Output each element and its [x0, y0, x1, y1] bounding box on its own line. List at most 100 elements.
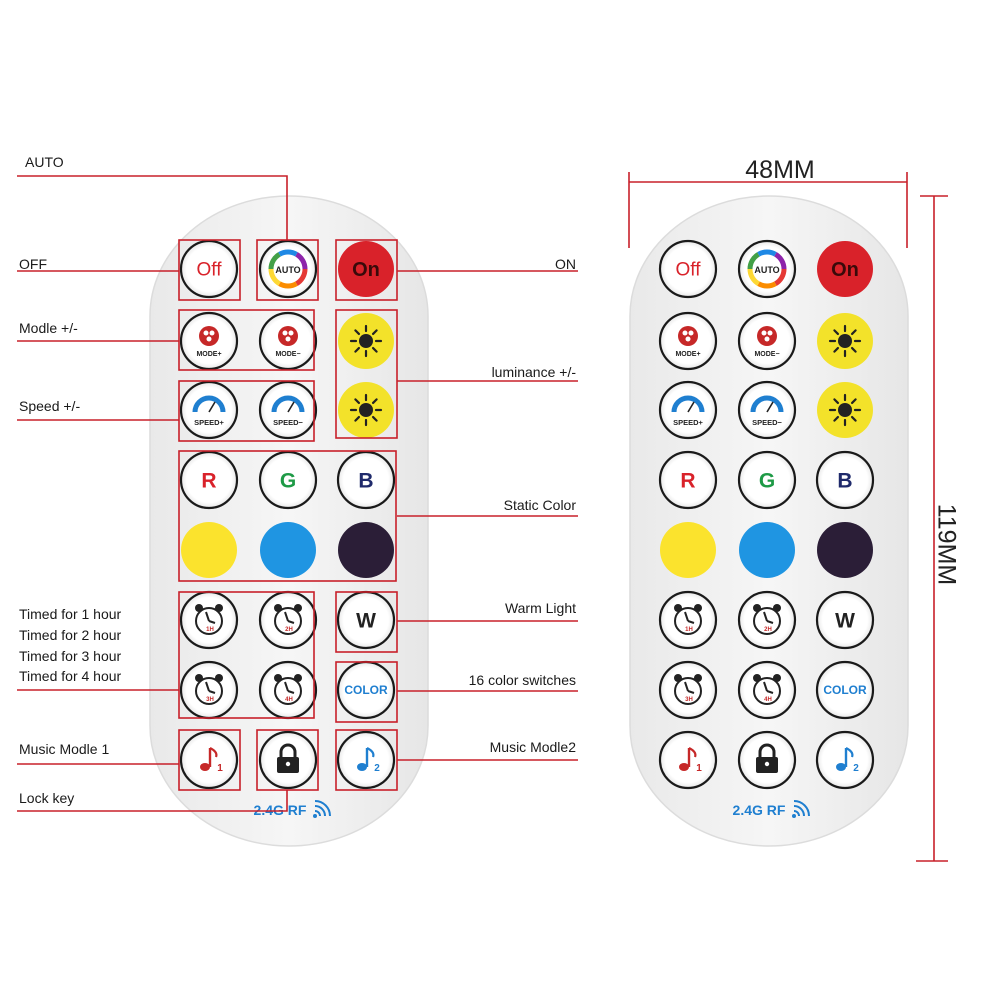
label-speed: Speed +/-	[19, 398, 81, 414]
label-on: ON	[555, 256, 576, 272]
speed-plus-button-label: SPEED+	[194, 418, 224, 427]
remote-button-blue: B	[336, 450, 396, 510]
remote-button-auto: AUTO	[258, 239, 318, 299]
remote-button-bright-minus	[817, 382, 873, 438]
music-note-icon	[836, 747, 854, 771]
warm-button-label: W	[356, 609, 376, 632]
off-button-label: Off	[676, 260, 702, 281]
remote-button-blue: B	[815, 450, 875, 510]
blue-button-label: B	[358, 469, 373, 492]
remote-button-music-2: 2	[336, 730, 396, 790]
music-note-icon	[200, 747, 218, 771]
color-button-label: COLOR	[823, 683, 867, 697]
music-1-button-label: 1	[696, 763, 702, 774]
darkpurple-swatch	[817, 522, 873, 578]
alarm-clock-icon	[753, 604, 781, 635]
remote-button-speed-minus: SPEED−	[737, 380, 797, 440]
remote-button-mode-minus: MODE−	[258, 311, 318, 371]
auto-button-ring	[258, 239, 318, 299]
speedometer-icon	[271, 395, 305, 413]
remote-button-warm: W	[815, 590, 875, 650]
remote-button-bright-plus	[817, 313, 873, 369]
remote-button-on: On	[338, 241, 394, 297]
on-button-face	[338, 241, 394, 297]
remote-button-timer-2h: 2H	[258, 590, 318, 650]
label-timed-3: Timed for 3 hour	[19, 648, 122, 664]
timer-2h-button-label: 2H	[764, 627, 772, 633]
label-modle: Modle +/-	[19, 320, 78, 336]
mode-minus-button-label: MODE−	[275, 351, 300, 358]
on-button-label: On	[352, 259, 380, 281]
speed-minus-button-ring	[258, 380, 318, 440]
label-timed-1: Timed for 1 hour	[19, 606, 122, 622]
speedometer-icon	[192, 395, 226, 413]
music-1-button-label: 1	[217, 763, 223, 774]
speed-plus-button-label: SPEED+	[673, 418, 703, 427]
label-static-color: Static Color	[503, 497, 576, 513]
alarm-clock-icon	[674, 674, 702, 705]
speed-minus-button-label: SPEED−	[752, 418, 782, 427]
blue-button-ring	[815, 450, 875, 510]
sun-icon	[828, 393, 862, 427]
alarm-clock-icon	[195, 674, 223, 705]
sun-icon	[349, 393, 383, 427]
mode-plus-button-label: MODE+	[675, 351, 700, 358]
label-color-switches: 16 color switches	[468, 672, 576, 688]
rf-label: 2.4G RF	[254, 802, 307, 818]
sun-icon	[349, 324, 383, 358]
remote-button-skyblue	[260, 522, 316, 578]
box-on	[335, 239, 398, 301]
label-off: OFF	[19, 256, 47, 272]
box-music-1	[178, 729, 241, 791]
remote-button-music-2: 2	[815, 730, 875, 790]
remote-button-lock	[258, 730, 318, 790]
wireless-signal-icon	[792, 800, 810, 818]
green-button-ring	[737, 450, 797, 510]
auto-rainbow-icon	[268, 249, 308, 289]
yellow-swatch	[660, 522, 716, 578]
blue-button-label: B	[837, 469, 852, 492]
speed-plus-button-ring	[179, 380, 239, 440]
speedometer-icon	[671, 395, 705, 413]
remote-button-color: COLOR	[336, 660, 396, 720]
remote-button-green: G	[737, 450, 797, 510]
blue-button-ring	[336, 450, 396, 510]
remote-button-lock	[737, 730, 797, 790]
label-lock-key: Lock key	[19, 790, 75, 806]
mode-icon	[199, 326, 219, 346]
timer-4h-button-label: 4H	[764, 697, 772, 703]
leader-lock-key	[17, 790, 288, 812]
red-button-label: R	[680, 469, 695, 492]
color-button-ring	[815, 660, 875, 720]
speed-minus-button-label: SPEED−	[273, 418, 303, 427]
auto-rainbow-icon	[747, 249, 787, 289]
remote-button-timer-3h: 3H	[658, 660, 718, 720]
red-button-ring	[179, 450, 239, 510]
remote-button-yellow	[660, 522, 716, 578]
remote-button-timer-1h: 1H	[658, 590, 718, 650]
green-button-ring	[258, 450, 318, 510]
box-mode	[178, 309, 315, 371]
remote-button-on: On	[817, 241, 873, 297]
rf-label: 2.4G RF	[733, 802, 786, 818]
remote-button-speed-minus: SPEED−	[258, 380, 318, 440]
mode-icon	[278, 326, 298, 346]
remote-button-bright-minus	[338, 382, 394, 438]
skyblue-swatch	[260, 522, 316, 578]
alarm-clock-icon	[274, 674, 302, 705]
red-button-label: R	[201, 469, 216, 492]
music-2-button-label: 2	[374, 763, 380, 774]
label-auto: AUTO	[25, 154, 64, 170]
timer-2h-button-label: 2H	[285, 627, 293, 633]
remote-button-timer-4h: 4H	[737, 660, 797, 720]
off-button-ring	[658, 239, 718, 299]
label-luminance: luminance +/-	[491, 364, 576, 380]
remote-button-music-1: 1	[658, 730, 718, 790]
remote-button-color: COLOR	[815, 660, 875, 720]
remote-button-mode-plus: MODE+	[658, 311, 718, 371]
remote-button-mode-minus: MODE−	[737, 311, 797, 371]
box-static-color	[178, 450, 397, 582]
speedometer-icon	[750, 395, 784, 413]
box-off	[178, 239, 241, 301]
